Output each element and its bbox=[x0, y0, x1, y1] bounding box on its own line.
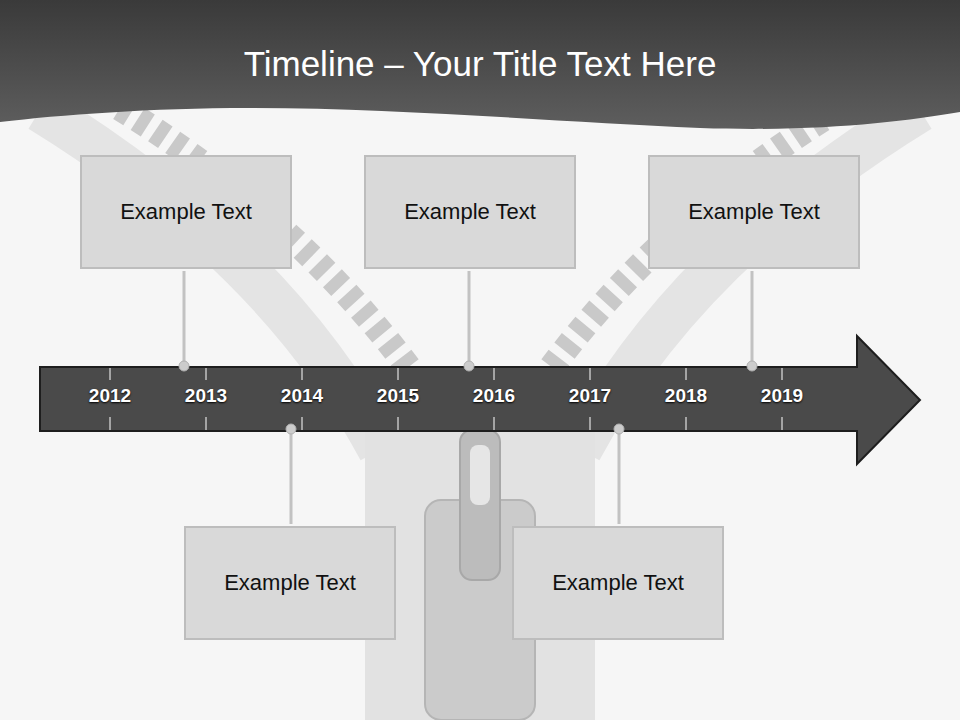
tick-mark bbox=[590, 417, 591, 430]
tick-mark bbox=[686, 368, 687, 380]
year-label: 2019 bbox=[761, 385, 803, 407]
event-text: Example Text bbox=[224, 570, 356, 596]
event-box: Example Text bbox=[512, 526, 724, 640]
leader-line bbox=[751, 271, 754, 362]
timeline-arrow bbox=[40, 336, 920, 464]
tick-mark bbox=[686, 417, 687, 430]
event-box: Example Text bbox=[364, 155, 576, 269]
leader-lines bbox=[184, 271, 752, 524]
tick-mark bbox=[590, 368, 591, 380]
event-box: Example Text bbox=[648, 155, 860, 269]
year-label: 2018 bbox=[665, 385, 707, 407]
tick-mark bbox=[302, 368, 303, 380]
slide-title: Timeline – Your Title Text Here bbox=[244, 44, 717, 84]
tick-mark bbox=[494, 417, 495, 430]
leader-dot bbox=[286, 424, 296, 434]
tick-mark bbox=[110, 417, 111, 430]
tick-mark bbox=[782, 417, 783, 430]
leader-line bbox=[183, 271, 186, 362]
tick-mark bbox=[398, 368, 399, 380]
title-area: Timeline – Your Title Text Here bbox=[0, 44, 960, 84]
year-label: 2015 bbox=[377, 385, 419, 407]
tick-mark bbox=[206, 417, 207, 430]
event-text: Example Text bbox=[552, 570, 684, 596]
leader-line bbox=[290, 433, 293, 524]
tick-mark bbox=[302, 417, 303, 430]
leader-dot bbox=[747, 361, 757, 371]
year-slot: 2019 bbox=[742, 385, 822, 407]
tick-mark bbox=[398, 417, 399, 430]
year-label: 2017 bbox=[569, 385, 611, 407]
event-text: Example Text bbox=[120, 199, 252, 225]
year-label: 2013 bbox=[185, 385, 227, 407]
year-slot: 2015 bbox=[358, 385, 438, 407]
tick-mark bbox=[206, 368, 207, 380]
event-text: Example Text bbox=[688, 199, 820, 225]
leader-dot bbox=[179, 361, 189, 371]
tick-mark bbox=[110, 368, 111, 380]
zipper-illustration bbox=[40, 108, 920, 720]
leader-dots bbox=[179, 361, 757, 434]
tick-mark bbox=[782, 368, 783, 380]
zipper-pull-tab bbox=[460, 430, 500, 580]
header-band bbox=[0, 0, 960, 129]
event-text: Example Text bbox=[404, 199, 536, 225]
leader-dot bbox=[464, 361, 474, 371]
year-label: 2014 bbox=[281, 385, 323, 407]
year-slot: 2012 bbox=[70, 385, 150, 407]
year-slot: 2016 bbox=[454, 385, 534, 407]
timeline-ticks bbox=[110, 368, 782, 430]
leader-line bbox=[618, 433, 621, 524]
year-label: 2012 bbox=[89, 385, 131, 407]
zipper-pull-hole bbox=[470, 445, 490, 505]
year-slot: 2018 bbox=[646, 385, 726, 407]
leader-line bbox=[468, 271, 471, 362]
year-slot: 2017 bbox=[550, 385, 630, 407]
leader-dot bbox=[614, 424, 624, 434]
year-slot: 2013 bbox=[166, 385, 246, 407]
event-box: Example Text bbox=[80, 155, 292, 269]
year-slot: 2014 bbox=[262, 385, 342, 407]
tick-mark bbox=[494, 368, 495, 380]
year-label: 2016 bbox=[473, 385, 515, 407]
event-box: Example Text bbox=[184, 526, 396, 640]
